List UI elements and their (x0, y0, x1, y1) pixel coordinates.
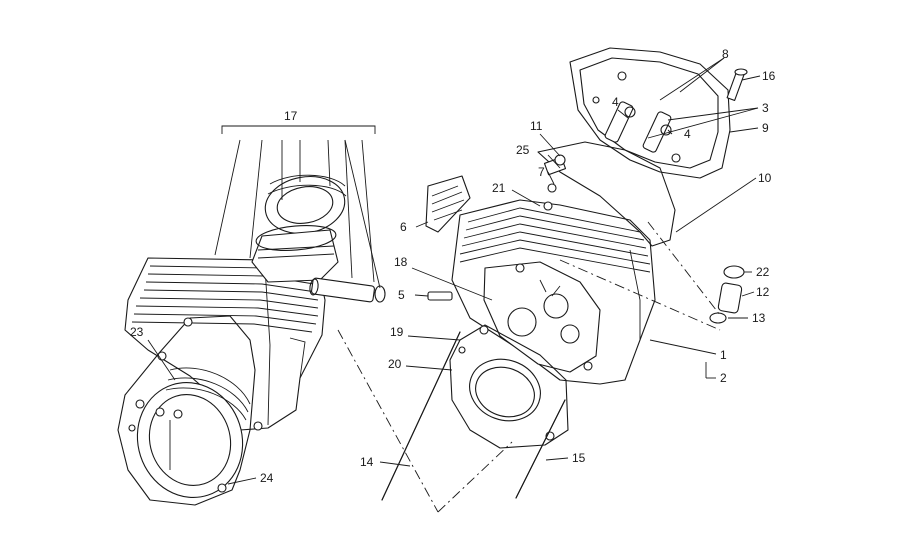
callout-9: 9 (762, 121, 769, 135)
callout-25: 25 (516, 143, 530, 157)
piston-assembly (251, 174, 386, 303)
callout-23: 23 (130, 325, 144, 339)
cylinder-studs (381, 331, 566, 501)
callout-14: 14 (360, 455, 374, 469)
oil-seal-set (709, 265, 745, 324)
stud-short (427, 291, 453, 301)
callout-6: 6 (400, 220, 407, 234)
cylinder-head (451, 199, 656, 385)
callout-16: 16 (762, 69, 776, 83)
callout-3: 3 (762, 101, 769, 115)
callout-7: 7 (538, 165, 545, 179)
alignment-axes (337, 221, 721, 513)
leaders-17 (214, 139, 381, 289)
cover-gasket (537, 141, 676, 247)
callout-4-right: 4 (684, 127, 691, 141)
rocker-spindle (726, 68, 748, 102)
callout-20: 20 (388, 357, 402, 371)
callout-2: 2 (720, 371, 727, 385)
callout-1: 1 (720, 348, 727, 362)
callout-19: 19 (390, 325, 404, 339)
callout-21: 21 (492, 181, 506, 195)
bracket-17 (221, 125, 376, 134)
callout-4-left: 4 (612, 95, 619, 109)
callout-labels: 1 2 3 4 4 5 6 7 8 9 10 11 12 13 14 15 16… (130, 47, 776, 485)
callout-13: 13 (752, 311, 766, 325)
cylinder-barrel (124, 257, 326, 499)
base-gasket (117, 315, 263, 506)
callout-15: 15 (572, 451, 586, 465)
rocker-cover (569, 47, 731, 179)
head-gasket (449, 324, 569, 449)
callout-18: 18 (394, 255, 408, 269)
filter-element (425, 175, 471, 233)
callout-8: 8 (722, 47, 729, 61)
callout-17: 17 (284, 109, 298, 123)
callout-5: 5 (398, 288, 405, 302)
callout-24: 24 (260, 471, 274, 485)
head-small-parts (543, 154, 567, 211)
callout-leaders (147, 57, 761, 485)
callout-22: 22 (756, 265, 770, 279)
callout-10: 10 (758, 171, 772, 185)
callout-11: 11 (530, 119, 543, 133)
callout-12: 12 (756, 285, 770, 299)
